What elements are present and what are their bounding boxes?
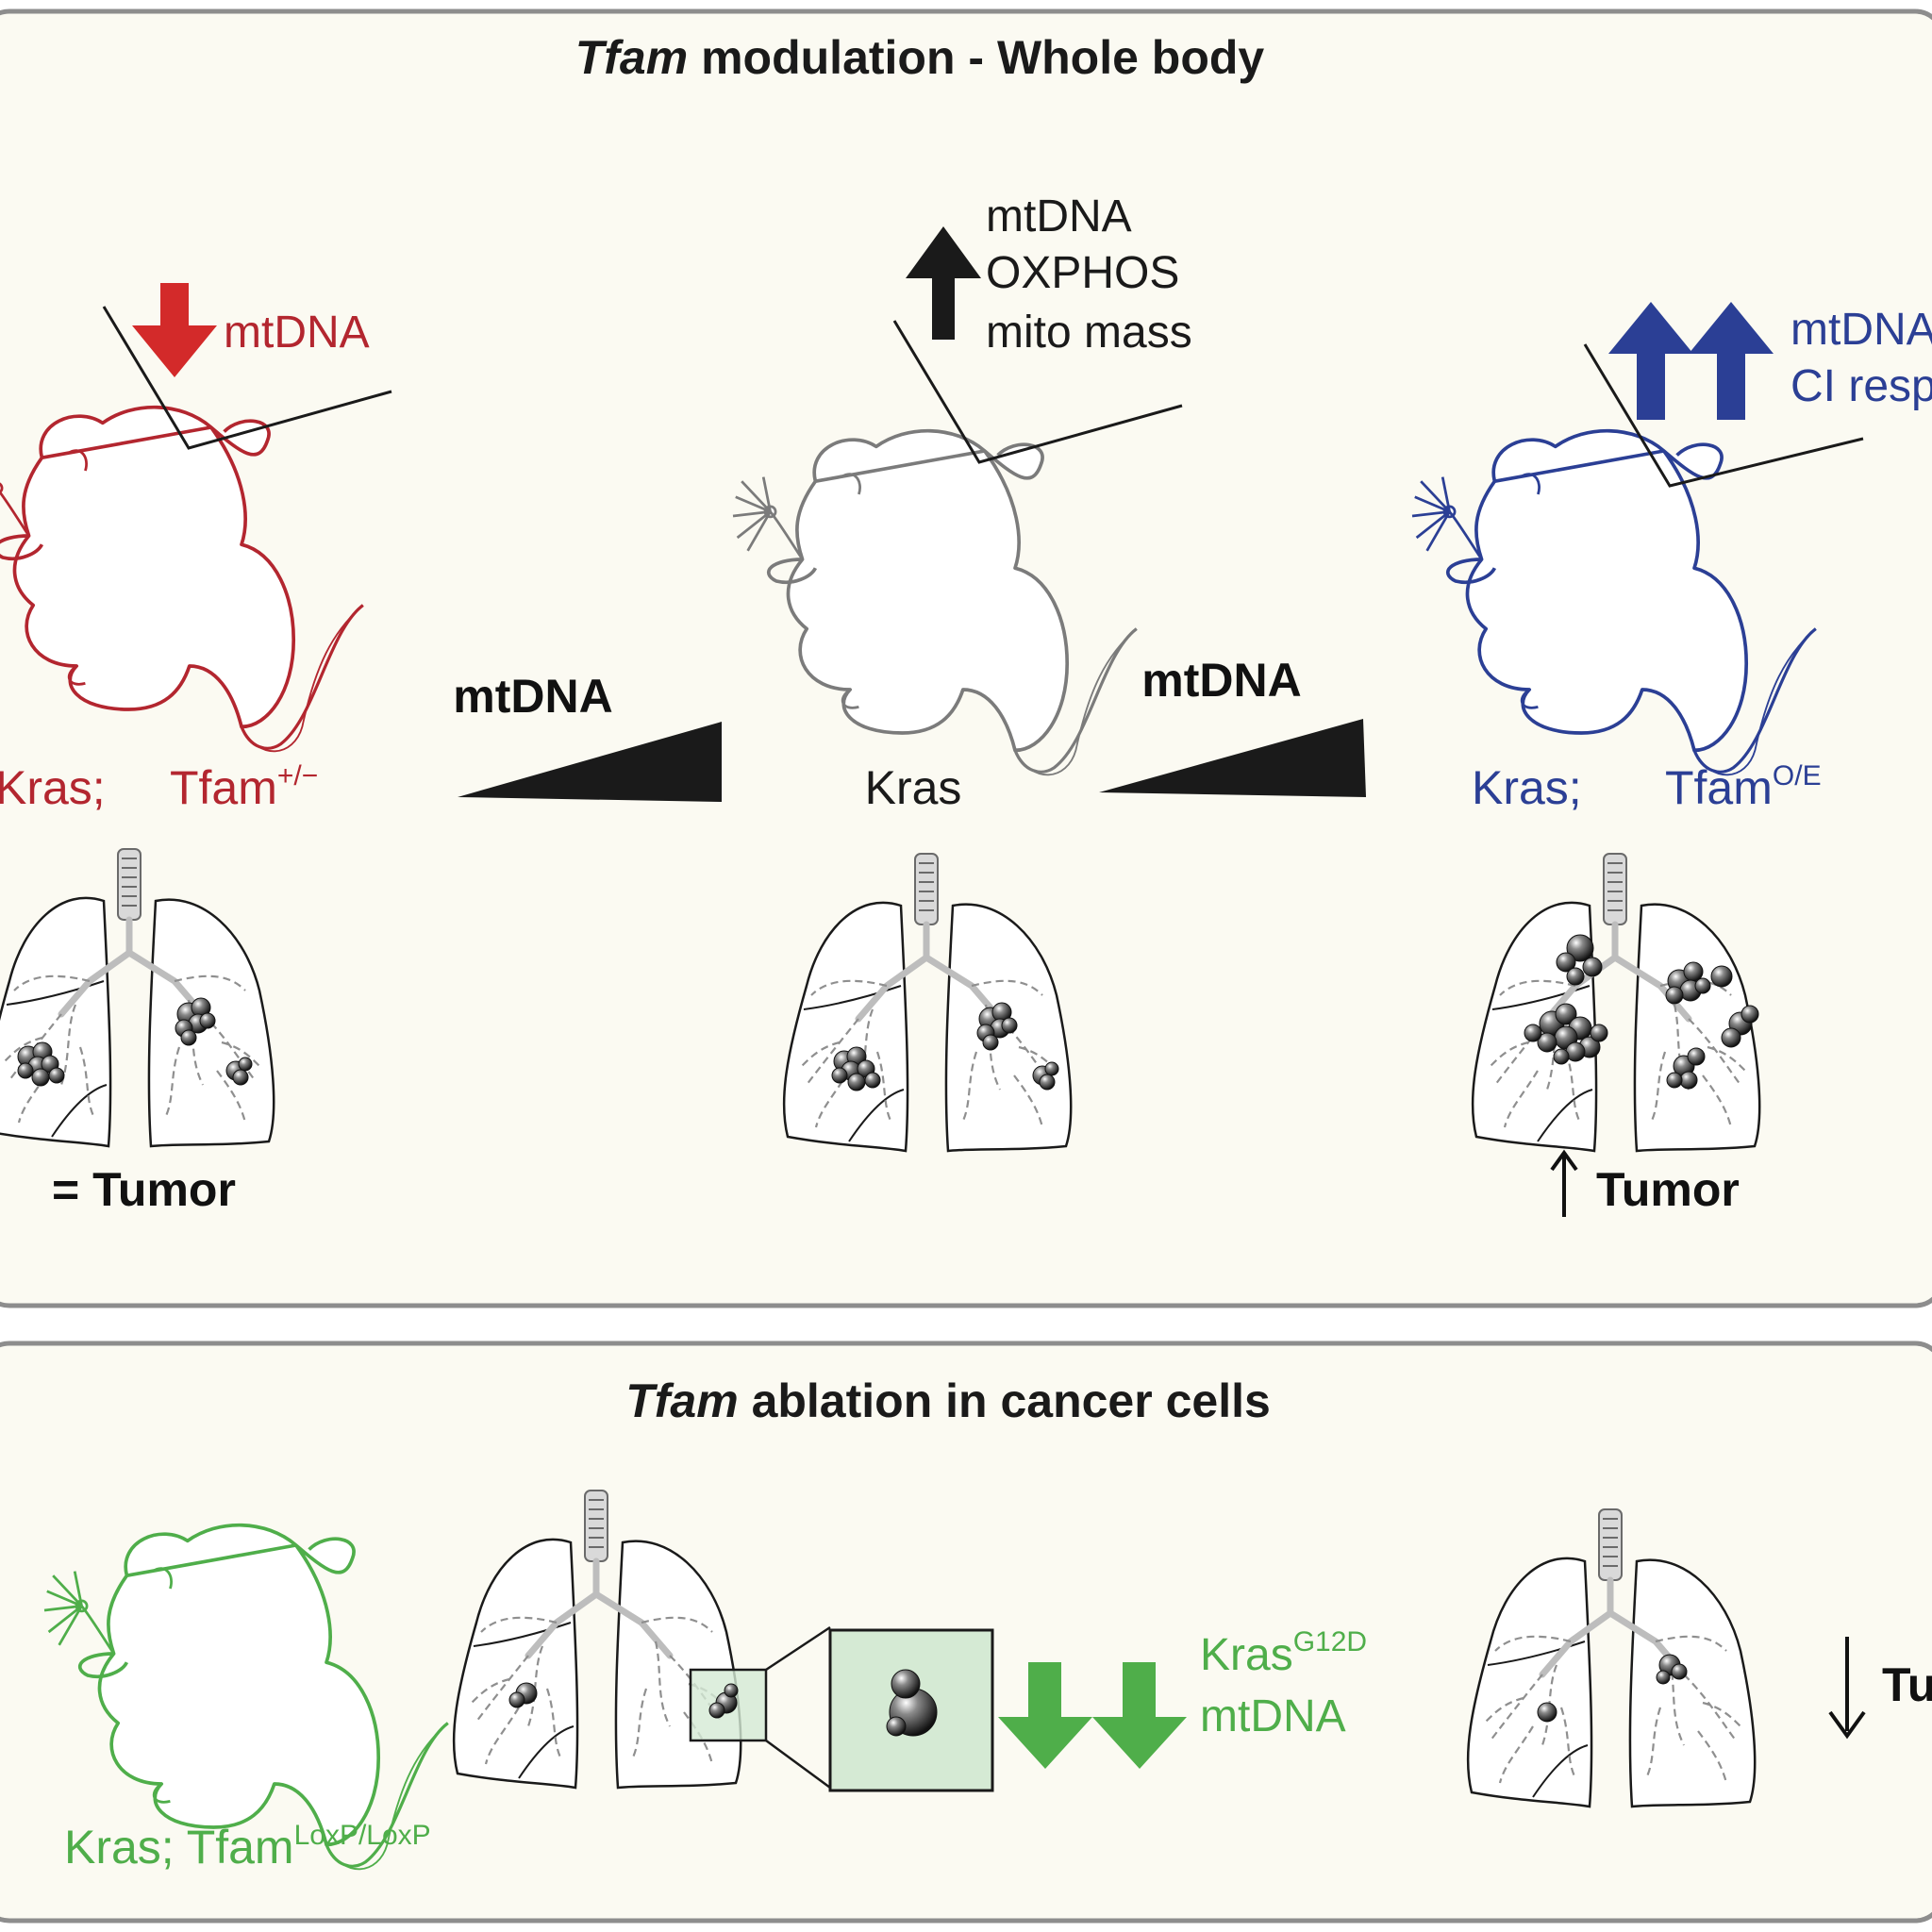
effect-center-line-1: mtDNA	[986, 192, 1132, 242]
tumor-label-right: Tumor	[1596, 1163, 1740, 1216]
effect-center-line-3: mito mass	[986, 308, 1192, 358]
black-up-arrow-icon	[906, 226, 981, 340]
genotype-right-prefix: Kras;	[1472, 761, 1582, 814]
gradient-label-1: mtDNA	[453, 670, 612, 723]
tumor-down-arrow-icon	[1828, 1637, 1866, 1740]
effect-bracket-right: mtDNA CI resp	[1583, 302, 1932, 488]
genotype-bottom: Kras; TfamLoxP/LoxP	[64, 1820, 431, 1874]
tumor-label-left: = Tumor	[52, 1163, 236, 1216]
genotype-center: Kras	[865, 761, 962, 814]
top-panel-title: Tfam modulation - Whole body	[575, 31, 1265, 84]
effect-center-line-2: OXPHOS	[986, 248, 1179, 298]
gradient-wedge-1	[458, 722, 722, 802]
tumor-cluster	[831, 1002, 1059, 1091]
tumor-cluster	[17, 997, 253, 1087]
red-down-arrow-icon	[132, 283, 217, 377]
tumor-cluster	[1524, 934, 1759, 1090]
gradient-wedge-2	[1099, 719, 1366, 797]
genotype-right: TfamO/E	[1665, 760, 1822, 814]
effect-right-line-1: mtDNA	[1790, 305, 1932, 355]
zoom-lines	[765, 1625, 831, 1790]
green-double-down-arrow-icon	[998, 1662, 1187, 1769]
lungs-bottom-left	[454, 1491, 741, 1788]
blue-double-up-arrow-icon	[1608, 302, 1774, 420]
lungs-left	[0, 849, 274, 1146]
genotype-left-prefix: Kras;	[0, 761, 106, 814]
tumor-cluster	[1537, 1654, 1688, 1723]
bottom-panel-title: Tfam ablation in cancer cells	[625, 1374, 1271, 1427]
genotype-left: Tfam+/−	[170, 760, 318, 814]
tumor-cluster	[508, 1682, 538, 1708]
lungs-right	[1473, 854, 1759, 1151]
effect-left-line-1: mtDNA	[224, 308, 370, 358]
gradient-label-2: mtDNA	[1141, 654, 1301, 707]
effect-bottom-line-1: KrasG12D	[1200, 1626, 1367, 1680]
effect-bracket-left: mtDNA	[102, 283, 392, 450]
lungs-bottom-right	[1468, 1509, 1755, 1807]
lungs-center	[784, 854, 1071, 1151]
tumor-label-bottom: Tu	[1882, 1658, 1932, 1711]
effect-bottom-line-2: mtDNA	[1200, 1691, 1346, 1741]
effect-bracket-center: mtDNA OXPHOS mito mass	[892, 192, 1192, 464]
effect-right-line-2: CI resp	[1790, 361, 1932, 411]
tumor-up-arrow-icon	[1550, 1149, 1578, 1217]
